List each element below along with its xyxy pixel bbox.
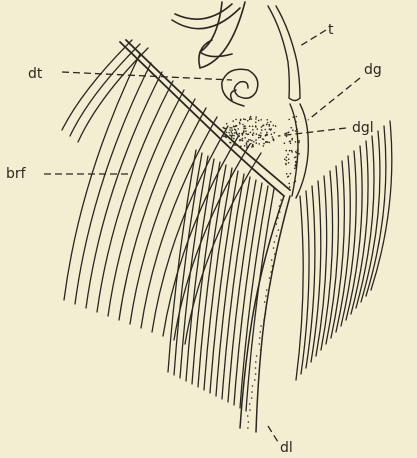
label-dg: dg [364,62,382,78]
dt-spiral [222,69,258,106]
gill-filament [296,196,303,380]
leader-dt [62,72,232,80]
leader-t [300,30,326,46]
gill-filament [141,117,217,328]
gill-filament [108,90,184,316]
gill-filament [97,81,173,312]
upper-tissue-outlines [172,2,245,68]
leader-dl [268,426,278,442]
gill-filament [119,99,195,320]
label-t: t [328,22,334,38]
gill-filament [70,44,140,136]
label-dt: dt [28,66,43,82]
leader-dg [308,78,360,120]
label-dl: dl [280,440,293,456]
gill-filaments-middle [168,150,274,411]
label-brf: brf [6,166,27,182]
dg-structure [290,104,308,198]
label-dgl: dgl [352,120,374,136]
gill-filament [64,54,140,300]
gill-filament [75,63,151,304]
gill-filaments-right [296,121,392,380]
gill-filament [62,40,132,130]
gill-filament [78,48,148,142]
t-structure [268,6,300,101]
